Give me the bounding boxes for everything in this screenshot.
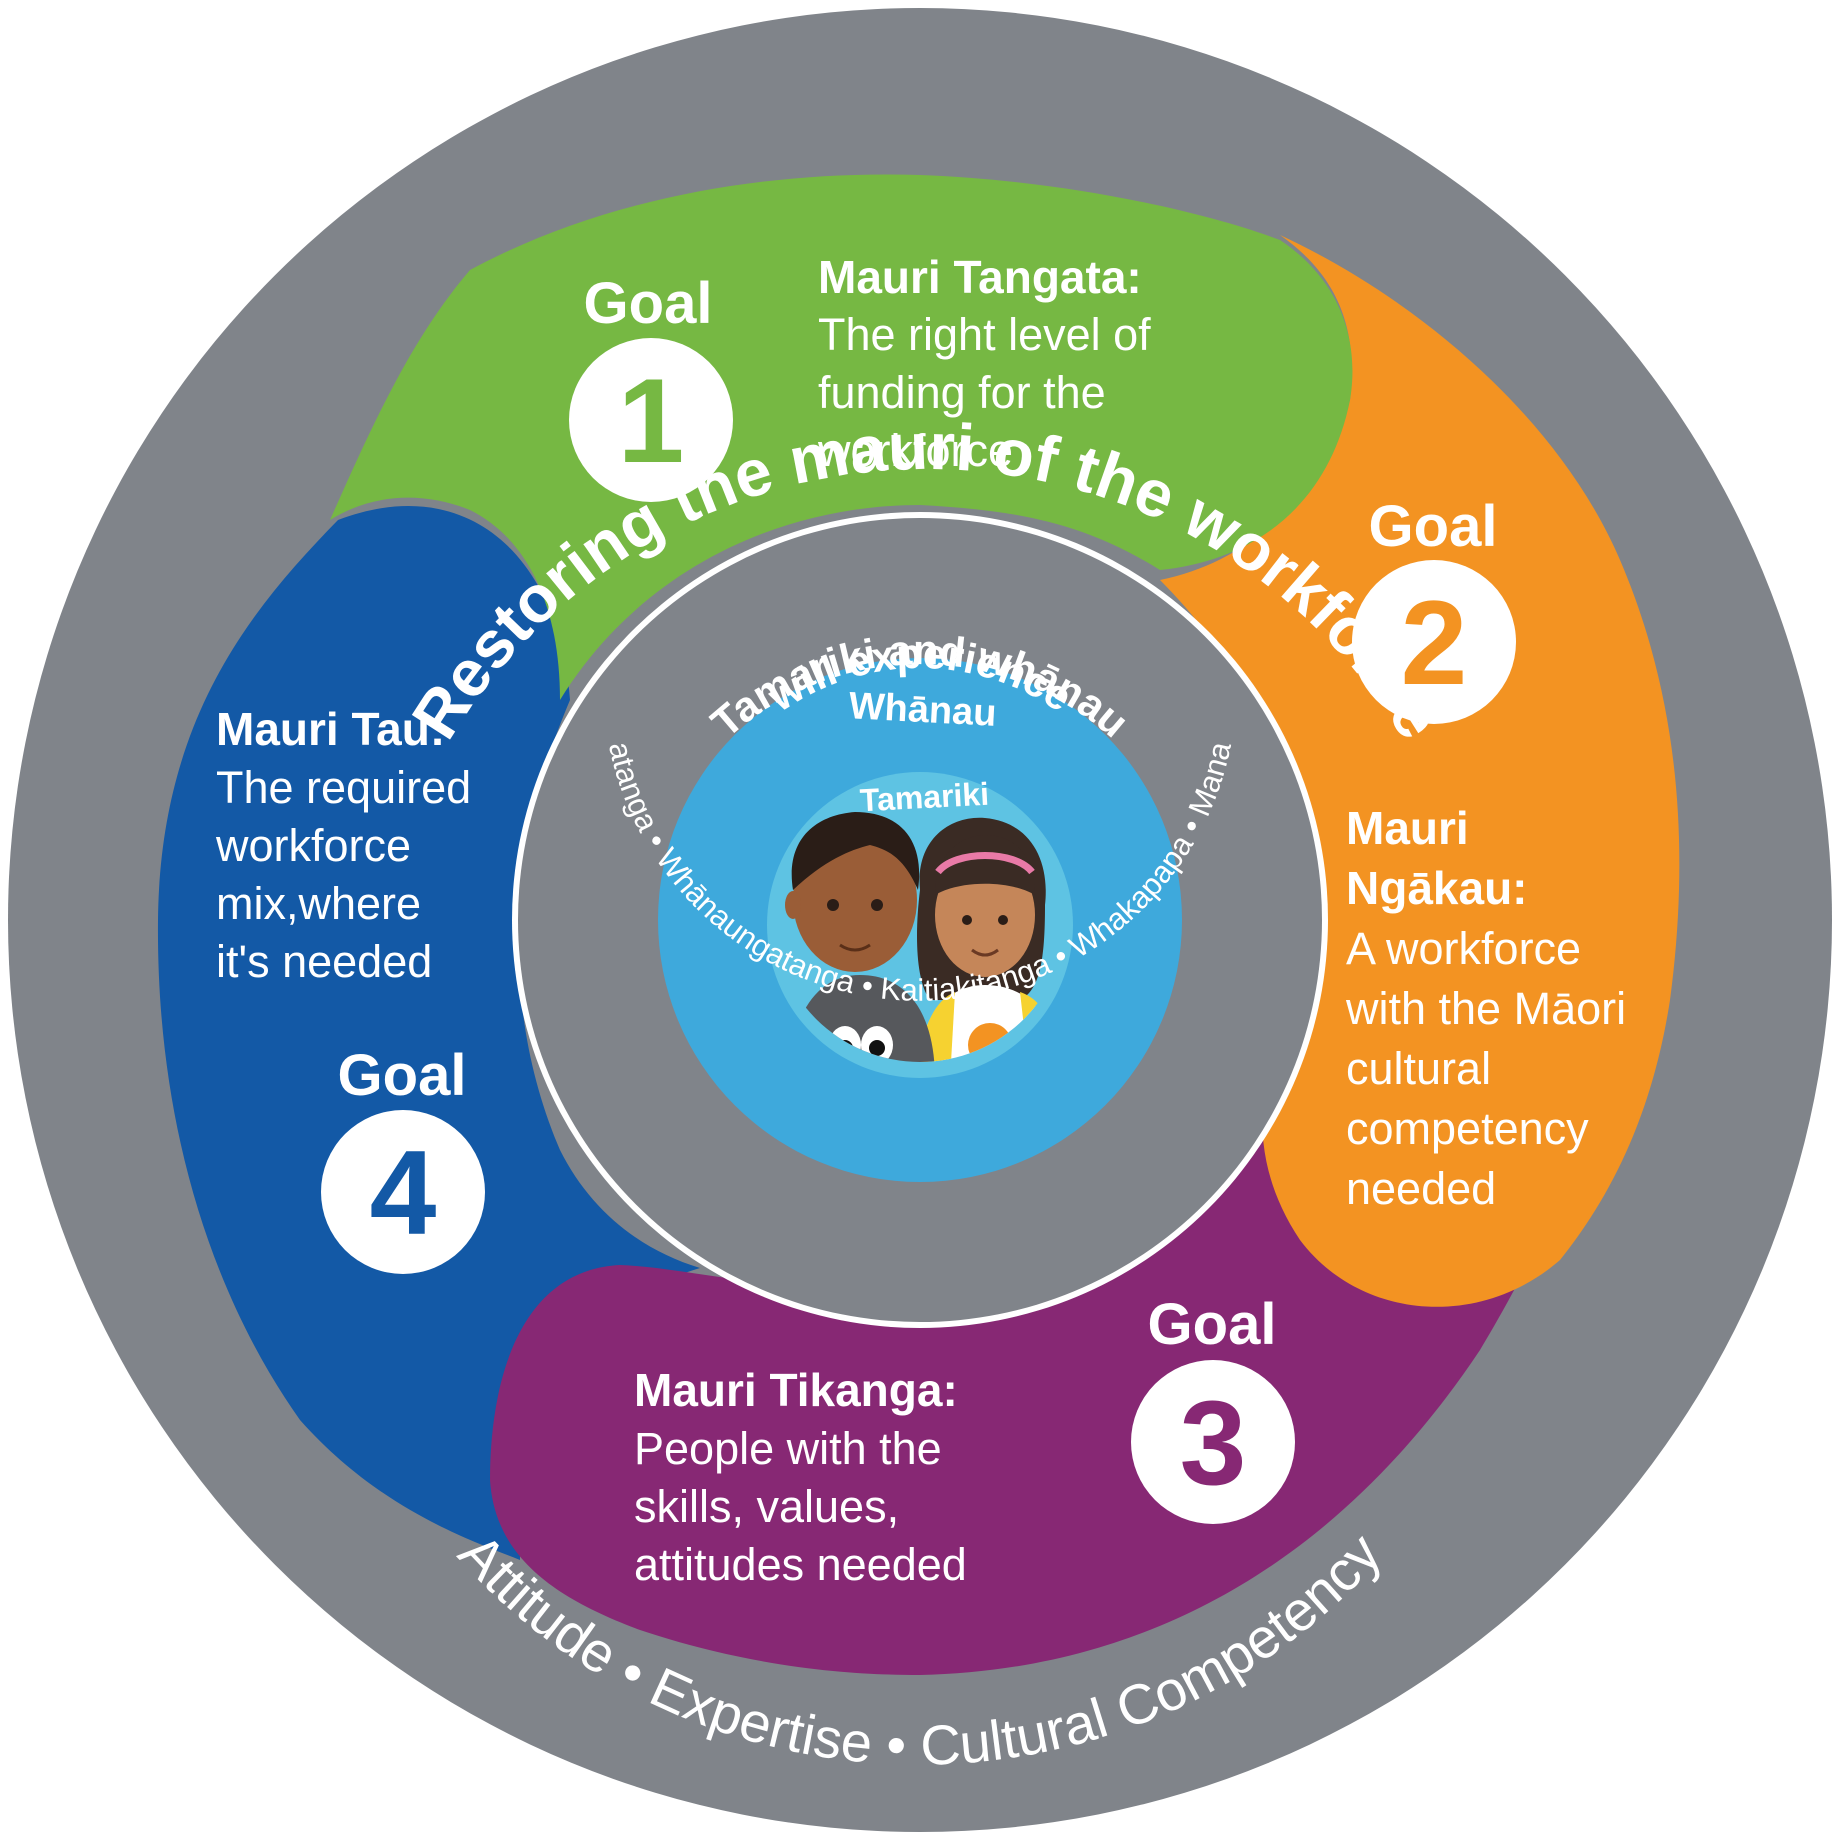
goal-4: Goal 4 Mauri Tau: The required workforce… [215, 703, 485, 1274]
goal-2-line-4: competency [1346, 1103, 1589, 1154]
goal-4-line-4: it's needed [216, 936, 432, 987]
goal3-petal [490, 1060, 1540, 1675]
goal-4-line-3: mix,where [216, 878, 421, 929]
goal-2: Goal 2 Mauri Ngākau: A workforce with th… [1345, 494, 1626, 1214]
goal-4-badge [321, 1110, 485, 1274]
goal-2-heading-line-1: Mauri [1346, 802, 1469, 854]
goal-3-badge [1131, 1360, 1295, 1524]
goal-3-line-1: People with the [634, 1423, 942, 1474]
goal-2-line-3: cultural [1346, 1043, 1491, 1094]
goal-1: Goal 1 Mauri Tangata: The right level of… [569, 251, 1151, 502]
goal-3-line-3: attitudes needed [634, 1539, 967, 1590]
tamariki-label: Tamariki [859, 776, 990, 819]
goal-4-line-2: workforce [215, 820, 411, 871]
goal-4-line-1: The required [216, 762, 471, 813]
goal-2-line-2: with the Māori [1345, 983, 1626, 1034]
goal1-petal [330, 174, 1353, 701]
goal-3: Goal 3 Mauri Tikanga: People with the sk… [634, 1292, 1295, 1590]
goal-4-number: 4 [370, 1126, 437, 1260]
whanau-label: Whānau [848, 685, 998, 735]
goal-2-word: Goal [1369, 494, 1498, 559]
goal-3-line-2: skills, values, [634, 1481, 899, 1532]
goal-2-line-1: A workforce [1346, 923, 1581, 974]
goal-2-number: 2 [1401, 576, 1468, 710]
goal-1-line-1: The right level of [818, 309, 1151, 360]
goal-1-badge [569, 338, 733, 502]
goal-3-heading: Mauri Tikanga: [634, 1364, 958, 1416]
goal-2-badge [1352, 560, 1516, 724]
goal-4-word: Goal [338, 1043, 467, 1108]
goal-1-number: 1 [618, 354, 685, 488]
goal-2-heading-line-2: Ngākau: [1346, 862, 1527, 914]
goal-1-heading: Mauri Tangata: [818, 251, 1142, 303]
goal-3-word: Goal [1148, 1292, 1277, 1357]
goal-1-word: Goal [584, 271, 713, 336]
goal-4-heading: Mauri Tau: [216, 703, 445, 755]
goal-1-line-2: funding for the [818, 367, 1106, 418]
goal-1-line-3: workforce [817, 425, 1013, 476]
goal-2-line-5: needed [1346, 1163, 1496, 1214]
goal-3-number: 3 [1180, 1376, 1247, 1510]
